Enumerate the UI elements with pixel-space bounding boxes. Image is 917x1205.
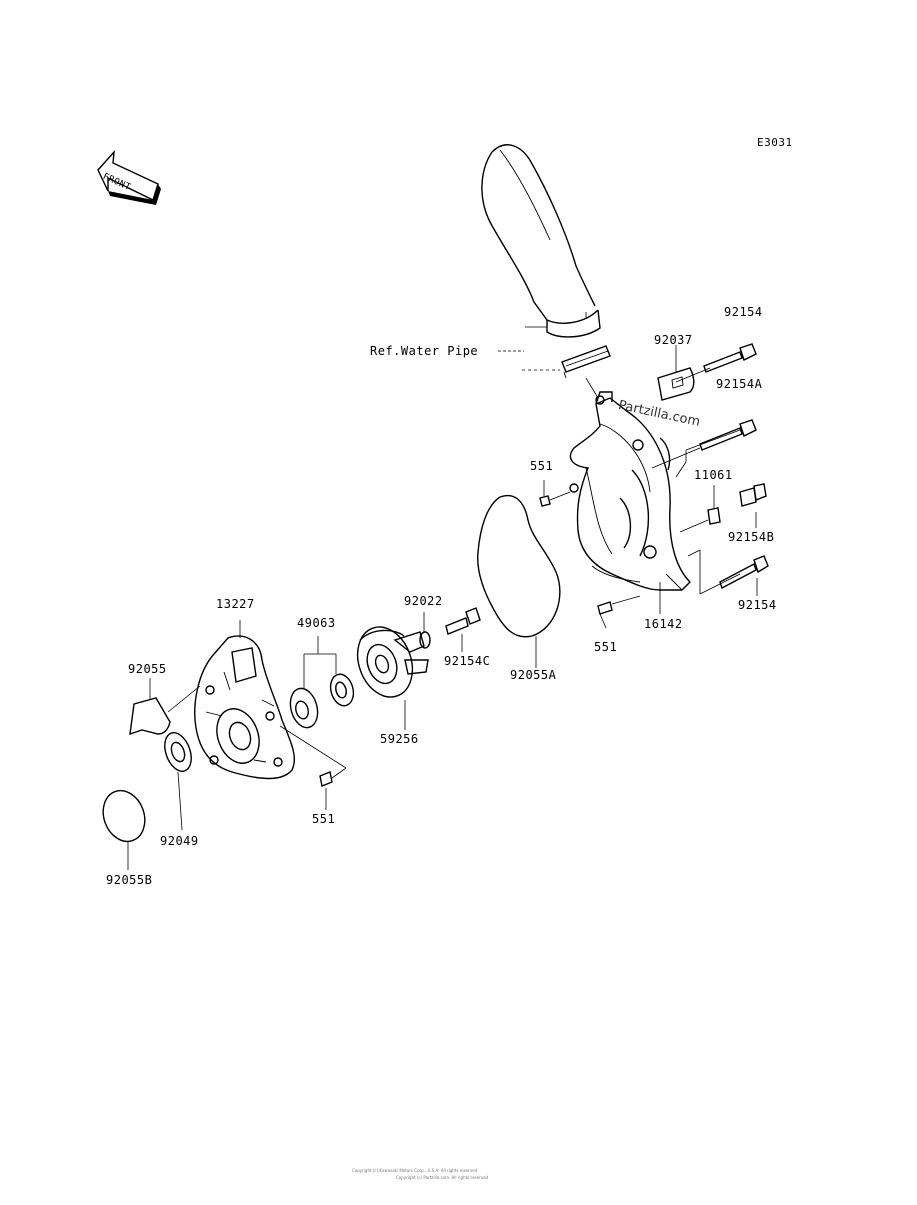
bolt-92154-upper xyxy=(651,419,757,469)
dowel-pin-right xyxy=(597,595,641,615)
part-label-92154-top[interactable]: 92154 xyxy=(724,305,763,319)
o-ring-92055B xyxy=(102,789,146,843)
water-pipe-hose xyxy=(481,144,601,338)
dowel-pin-upper xyxy=(539,491,571,507)
part-label-13227[interactable]: 13227 xyxy=(216,597,255,611)
hose-clamp-ring xyxy=(522,345,611,379)
oil-seal-92049 xyxy=(164,732,192,772)
gasket-92055A xyxy=(477,494,561,638)
part-label-92154-lower[interactable]: 92154 xyxy=(738,598,777,612)
washer-11061 xyxy=(679,507,721,533)
part-label-49063[interactable]: 49063 xyxy=(297,616,336,630)
part-label-92154C[interactable]: 92154C xyxy=(444,654,491,668)
part-label-59256[interactable]: 59256 xyxy=(380,732,419,746)
cap-92037 xyxy=(657,367,695,401)
pump-body-13227 xyxy=(194,635,296,780)
bolt-92154A xyxy=(675,343,757,383)
washer-92022 xyxy=(419,631,431,649)
diagram-code: E3031 xyxy=(757,136,793,149)
front-arrow-icon xyxy=(97,149,161,205)
part-label-92154B[interactable]: 92154B xyxy=(728,530,775,544)
part-label-11061[interactable]: 11061 xyxy=(694,468,733,482)
part-label-551-upper[interactable]: 551 xyxy=(530,459,554,473)
part-label-92154A[interactable]: 92154A xyxy=(716,377,763,391)
bolt-92154C xyxy=(445,607,481,635)
water-pump-cover xyxy=(569,377,691,591)
part-label-92022[interactable]: 92022 xyxy=(404,594,443,608)
mechanical-seal-49063 xyxy=(289,673,355,729)
part-label-16142[interactable]: 16142 xyxy=(644,617,683,631)
part-label-92049[interactable]: 92049 xyxy=(160,834,199,848)
bolt-92154B xyxy=(739,483,767,507)
part-label-551-right[interactable]: 551 xyxy=(594,640,618,654)
impeller-59256 xyxy=(356,626,429,698)
gasket-92055 xyxy=(129,697,171,736)
leader-lines xyxy=(127,345,758,870)
footer-line-1: Copyright (c) Kawasaki Motors Corp., U.S… xyxy=(352,1168,478,1173)
part-label-551-lower[interactable]: 551 xyxy=(312,812,336,826)
footer-line-2: Copyright (c) Partzilla.com. All rights … xyxy=(396,1175,489,1180)
dowel-pin-lower xyxy=(319,771,333,787)
reference-label: Ref.Water Pipe xyxy=(370,344,479,358)
part-label-92055A[interactable]: 92055A xyxy=(510,668,557,682)
bolt-92154-lower xyxy=(719,555,769,590)
part-label-92037[interactable]: 92037 xyxy=(654,333,693,347)
part-label-92055[interactable]: 92055 xyxy=(128,662,167,676)
part-label-92055B[interactable]: 92055B xyxy=(106,873,153,887)
